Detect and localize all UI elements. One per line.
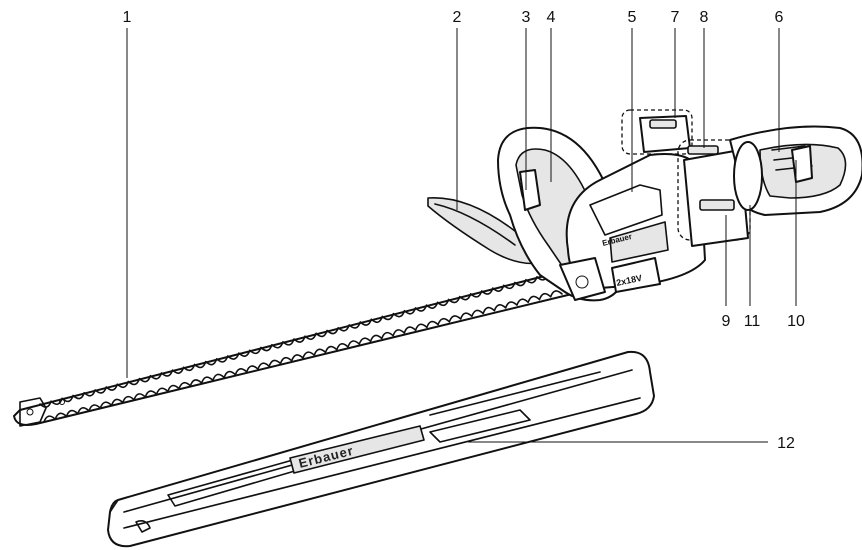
- callout-2: 2: [453, 9, 462, 26]
- callout-5: 5: [628, 9, 637, 26]
- callout-11: 11: [744, 313, 761, 330]
- callout-9: 9: [722, 313, 731, 330]
- callout-10: 10: [787, 313, 805, 330]
- callout-7: 7: [671, 9, 680, 26]
- battery-packs: [621, 109, 751, 247]
- callout-8: 8: [700, 9, 709, 26]
- callout-labels: 1 2 3 4 5 7 8 6 9 11 10 12: [123, 9, 805, 452]
- blade-assembly: [13, 271, 573, 427]
- leader-lines: [126, 28, 797, 443]
- callout-6: 6: [775, 9, 784, 26]
- callout-3: 3: [522, 9, 531, 26]
- callout-12: 12: [777, 435, 795, 452]
- blade-cover: Erbauer: [107, 350, 655, 548]
- motor-housing: Erbauer 2x18V: [559, 153, 706, 301]
- callout-1: 1: [123, 9, 132, 26]
- callout-4: 4: [547, 9, 556, 26]
- hand-guard: [427, 197, 546, 265]
